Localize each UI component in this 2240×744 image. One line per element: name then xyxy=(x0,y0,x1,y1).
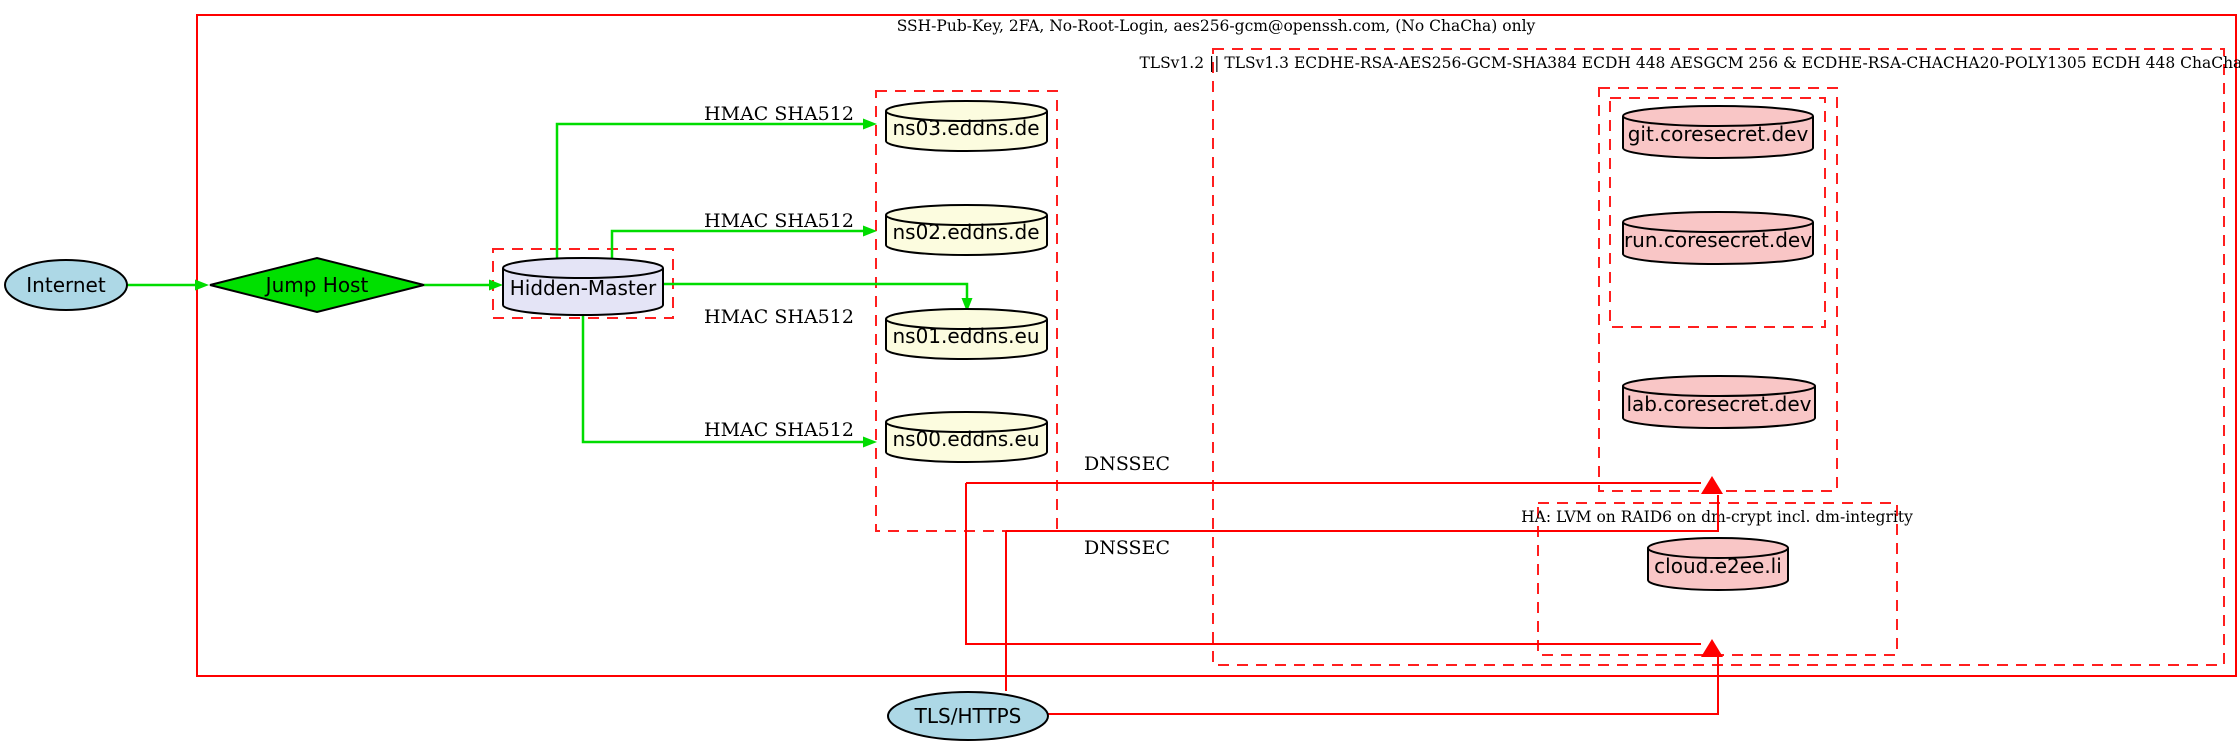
edge-label-hmac-ns03: HMAC SHA512 xyxy=(704,103,854,125)
ns00-node: ns00.eddns.eu xyxy=(885,411,1048,463)
edge-dnssec-lower xyxy=(965,483,1701,645)
lab-node: lab.coresecret.dev xyxy=(1622,375,1816,429)
edge-hiddenmaster-ns01 xyxy=(664,282,969,298)
ns00-label: ns00.eddns.eu xyxy=(892,427,1039,451)
tls-cluster-label: TLSv1.2 || TLSv1.3 ECDHE-RSA-AES256-GCM-… xyxy=(1139,54,2240,72)
git-node: git.coresecret.dev xyxy=(1622,105,1814,159)
arrowhead-coresecret xyxy=(1701,476,1723,494)
jump-host-label: Jump Host xyxy=(264,273,369,297)
arrowhead-ns00 xyxy=(863,436,877,448)
ns02-node: ns02.eddns.de xyxy=(885,204,1048,256)
ns03-label: ns03.eddns.de xyxy=(892,116,1039,140)
jump-host-node xyxy=(209,256,425,314)
internet-label: Internet xyxy=(26,273,106,297)
git-label: git.coresecret.dev xyxy=(1628,122,1809,146)
arrowhead-ns02 xyxy=(863,225,877,237)
edge-tlshttps-to-coresecret xyxy=(1006,495,1719,532)
arrowhead-ns01 xyxy=(961,298,973,312)
run-label: run.coresecret.dev xyxy=(1624,228,1812,252)
hidden-master-label: Hidden-Master xyxy=(510,276,657,300)
ns01-node: ns01.eddns.eu xyxy=(885,308,1048,360)
cloud-node: cloud.e2ee.li xyxy=(1647,537,1789,591)
tls-https-label: TLS/HTTPS xyxy=(914,704,1022,728)
ssh-cluster-box xyxy=(196,14,2237,677)
ns01-label: ns01.eddns.eu xyxy=(892,324,1039,348)
cloud-label: cloud.e2ee.li xyxy=(1654,554,1782,578)
run-node: run.coresecret.dev xyxy=(1622,211,1814,265)
lab-label: lab.coresecret.dev xyxy=(1626,392,1811,416)
edge-hiddenmaster-ns03 xyxy=(555,122,863,260)
edge-label-hmac-ns00: HMAC SHA512 xyxy=(704,419,854,441)
ssh-cluster-label: SSH-Pub-Key, 2FA, No-Root-Login, aes256-… xyxy=(897,17,1536,35)
edge-hiddenmaster-ns00 xyxy=(581,314,863,444)
internet-node xyxy=(4,259,128,311)
edge-label-dnssec-1: DNSSEC xyxy=(1084,453,1170,475)
git-run-cluster-box xyxy=(1609,97,1826,328)
edge-label-dnssec-2: DNSSEC xyxy=(1084,537,1170,559)
edge-hiddenmaster-ns02 xyxy=(610,229,863,260)
edge-label-hmac-ns01: HMAC SHA512 xyxy=(704,306,854,328)
arrowhead-ha xyxy=(1701,639,1723,657)
arrowhead-hiddenmaster xyxy=(489,279,503,291)
arrowhead-jumphost xyxy=(195,279,209,291)
tls-https-node xyxy=(887,691,1049,741)
hidden-master-node: Hidden-Master xyxy=(502,257,664,316)
arrowhead-ns03 xyxy=(863,118,877,130)
ns03-node: ns03.eddns.de xyxy=(885,100,1048,152)
edge-tlshttps-to-ha xyxy=(1048,657,1719,715)
ns02-label: ns02.eddns.de xyxy=(892,220,1039,244)
edge-label-hmac-ns02: HMAC SHA512 xyxy=(704,210,854,232)
